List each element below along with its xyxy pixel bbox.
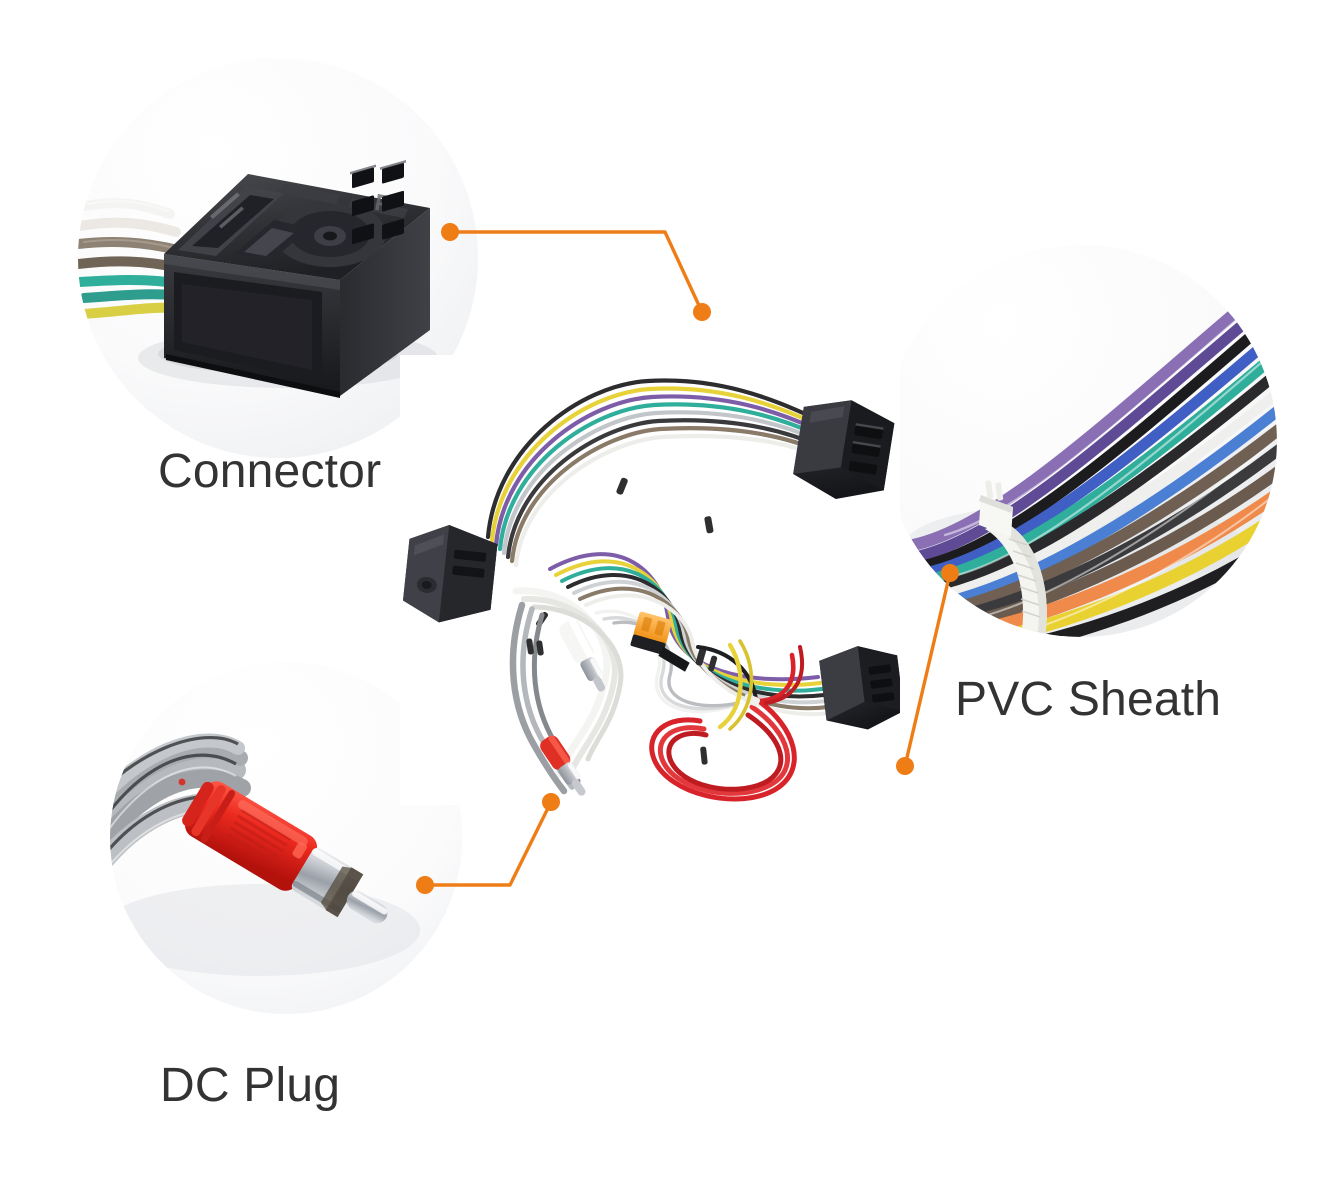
- pvc-sheath-illustration: [885, 245, 1277, 637]
- label-pvc-sheath: PVC Sheath: [955, 673, 1222, 726]
- label-dc-plug: DC Plug: [160, 1059, 341, 1112]
- photo-connector: [78, 58, 478, 458]
- hero-harness-photo: [400, 355, 900, 805]
- photo-pvc-sheath: [885, 245, 1277, 637]
- label-connector: Connector: [158, 445, 382, 498]
- harness-illustration: [400, 355, 900, 805]
- dc-plug-illustration: [110, 662, 462, 1014]
- photo-dc-plug: [110, 662, 462, 1014]
- leader-connector: [441, 223, 711, 321]
- connector-illustration: [78, 58, 478, 458]
- leader-pvc-sheath: [896, 564, 959, 775]
